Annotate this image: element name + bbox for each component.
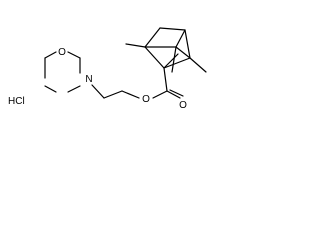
morpholine-oxygen-label: O	[58, 47, 66, 58]
bond	[44, 51, 57, 59]
bond	[169, 89, 184, 97]
bond	[163, 67, 168, 92]
ethyl-linker	[91, 84, 140, 99]
bond	[163, 53, 179, 69]
bond	[67, 51, 81, 59]
bicyclic-cage	[144, 27, 191, 69]
bond	[175, 29, 186, 48]
bond	[175, 46, 191, 59]
bond	[144, 46, 165, 69]
bond	[125, 43, 146, 48]
morpholine-nitrogen-label: N	[85, 74, 92, 85]
morpholine-ring	[44, 51, 81, 93]
ester-oxygen-label: O	[142, 94, 150, 105]
hcl-salt-label: HCl	[8, 96, 25, 107]
methyl-groups	[125, 43, 207, 73]
chemical-structure-diagram: O N O O HCl	[8, 27, 207, 111]
ester-group	[152, 67, 184, 99]
bond	[91, 84, 105, 99]
bond	[121, 90, 140, 99]
bond	[103, 90, 123, 99]
bond	[184, 29, 191, 59]
bond	[189, 57, 207, 73]
carbonyl-oxygen-label: O	[179, 100, 187, 111]
bond	[159, 27, 186, 31]
bond	[44, 85, 57, 93]
bond	[171, 46, 177, 73]
bond	[163, 57, 191, 69]
bond	[166, 90, 181, 99]
bond	[67, 85, 81, 93]
bond	[152, 90, 168, 99]
bond	[144, 27, 161, 48]
